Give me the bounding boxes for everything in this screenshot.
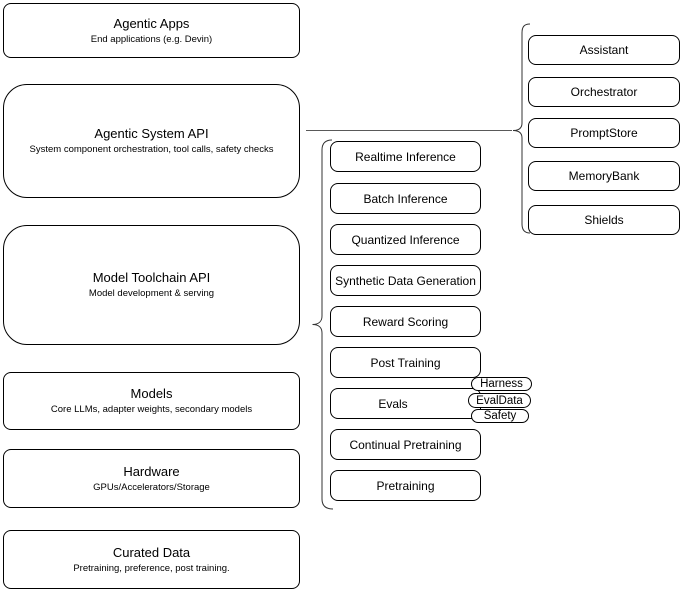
node-label: Batch Inference xyxy=(363,191,448,206)
node-promptstore: PromptStore xyxy=(528,118,680,148)
toolchain-bracket xyxy=(312,139,334,510)
node-title: Agentic System API xyxy=(94,126,209,141)
tag-evaldata: EvalData xyxy=(468,393,531,408)
tag-harness: Harness xyxy=(471,377,532,391)
system-components-bracket xyxy=(512,23,531,234)
node-label: Quantized Inference xyxy=(351,232,460,247)
node-label: Synthetic Data Generation xyxy=(335,273,476,288)
node-label: MemoryBank xyxy=(568,169,640,183)
node-agentic-apps: Agentic Apps End applications (e.g. Devi… xyxy=(3,3,300,58)
node-label: Post Training xyxy=(370,355,441,370)
tag-label: EvalData xyxy=(476,394,523,407)
node-label: Realtime Inference xyxy=(355,149,456,164)
node-label: Evals xyxy=(378,396,408,411)
node-subtitle: GPUs/Accelerators/Storage xyxy=(93,481,210,493)
node-synthetic-data-generation: Synthetic Data Generation xyxy=(330,265,481,296)
node-subtitle: Core LLMs, adapter weights, secondary mo… xyxy=(50,404,253,415)
node-evals: Evals xyxy=(330,388,481,419)
node-label: Assistant xyxy=(579,43,629,57)
node-subtitle: End applications (e.g. Devin) xyxy=(90,33,213,45)
node-assistant: Assistant xyxy=(528,35,680,65)
node-memorybank: MemoryBank xyxy=(528,161,680,191)
node-models: Models Core LLMs, adapter weights, secon… xyxy=(3,372,300,430)
tag-label: Harness xyxy=(480,378,523,390)
node-curated-data: Curated Data Pretraining, preference, po… xyxy=(3,530,300,589)
node-title: Curated Data xyxy=(112,544,191,560)
node-title: Agentic Apps xyxy=(113,15,190,31)
node-realtime-inference: Realtime Inference xyxy=(330,141,481,172)
node-model-toolchain-api: Model Toolchain API Model development & … xyxy=(3,225,300,345)
node-title: Models xyxy=(130,386,173,401)
node-post-training: Post Training xyxy=(330,347,481,378)
node-label: Shields xyxy=(584,213,624,227)
node-label: Continual Pretraining xyxy=(349,437,462,452)
node-continual-pretraining: Continual Pretraining xyxy=(330,429,481,460)
node-batch-inference: Batch Inference xyxy=(330,183,481,214)
node-label: Reward Scoring xyxy=(362,314,449,329)
node-title: Hardware xyxy=(123,463,180,479)
node-quantized-inference: Quantized Inference xyxy=(330,224,481,255)
node-pretraining: Pretraining xyxy=(330,470,481,501)
node-label: PromptStore xyxy=(570,126,638,140)
node-subtitle: Pretraining, preference, post training. xyxy=(73,562,230,574)
tag-safety: Safety xyxy=(471,409,529,423)
node-orchestrator: Orchestrator xyxy=(528,77,680,107)
tag-label: Safety xyxy=(483,410,517,422)
node-shields: Shields xyxy=(528,205,680,235)
node-agentic-system-api: Agentic System API System component orch… xyxy=(3,84,300,198)
node-hardware: Hardware GPUs/Accelerators/Storage xyxy=(3,449,300,508)
node-subtitle: Model development & serving xyxy=(88,288,215,299)
node-title: Model Toolchain API xyxy=(92,270,211,285)
node-label: Pretraining xyxy=(376,478,435,493)
node-label: Orchestrator xyxy=(570,85,638,99)
node-subtitle: System component orchestration, tool cal… xyxy=(29,144,274,155)
node-reward-scoring: Reward Scoring xyxy=(330,306,481,337)
